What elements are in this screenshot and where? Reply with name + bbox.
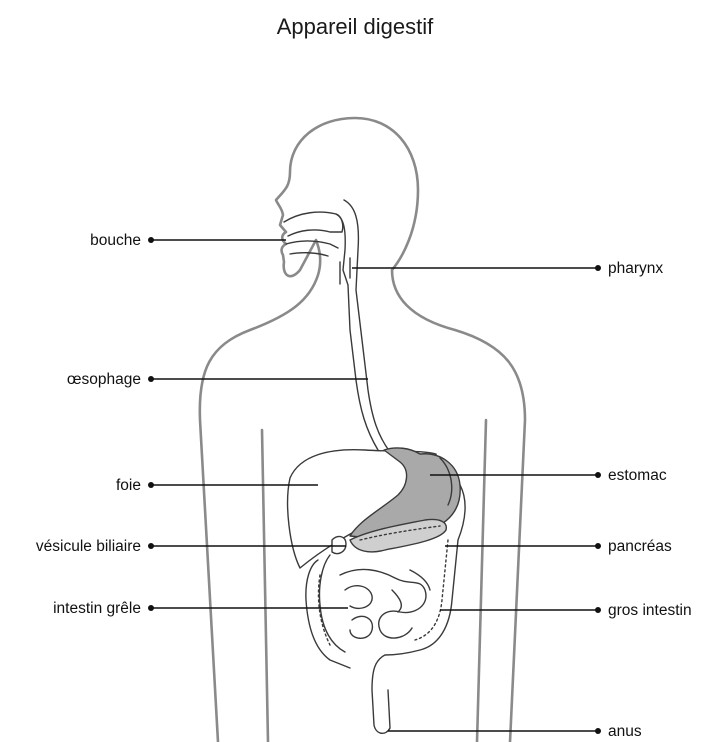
label-pancreas: pancréas <box>608 538 672 555</box>
oral-cavity <box>284 212 343 256</box>
gallbladder <box>332 537 346 554</box>
pharynx-detail <box>340 258 350 284</box>
label-bouche: bouche <box>90 232 141 249</box>
small-intestine <box>340 569 430 638</box>
label-intestin-grele: intestin grêle <box>53 600 141 617</box>
oesophagus-right-wall <box>344 200 390 452</box>
body-outline <box>200 118 525 742</box>
label-pharynx: pharynx <box>608 260 663 277</box>
left-arm-line <box>262 430 268 742</box>
label-estomac: estomac <box>608 467 667 484</box>
oesophagus-left-wall <box>336 214 378 450</box>
label-oesophage: œsophage <box>67 371 141 388</box>
large-intestine-inner <box>318 540 448 645</box>
label-vesicule: vésicule biliaire <box>36 538 141 555</box>
label-gros-intestin: gros intestin <box>608 602 692 619</box>
label-anus: anus <box>608 723 642 740</box>
label-foie: foie <box>116 477 141 494</box>
right-arm-line <box>477 420 486 742</box>
